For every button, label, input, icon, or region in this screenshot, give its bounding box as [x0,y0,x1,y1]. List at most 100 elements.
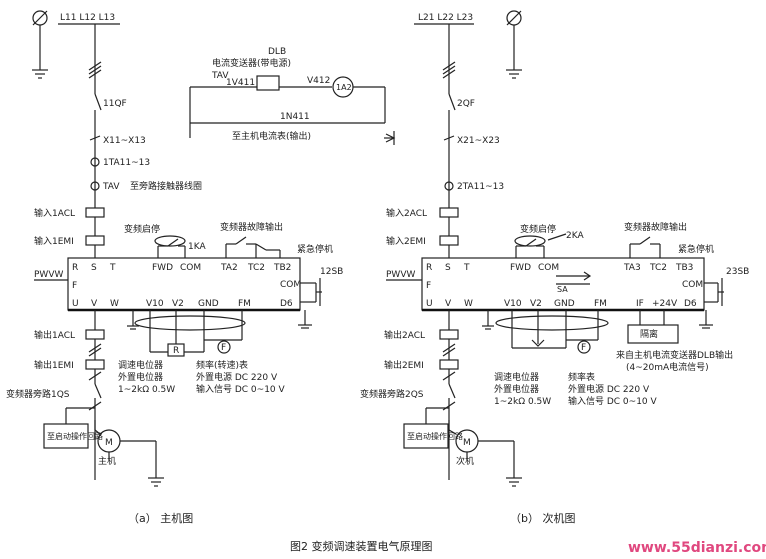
main-term-r: R [72,263,78,273]
main-term-v2: V2 [172,299,184,309]
main-feeder-label: L11 L12 L13 [60,13,115,23]
acl-out-filter-icon [85,329,105,340]
main-f-meter: F [221,343,226,353]
sub-acl-in-label: 输入2ACL [386,207,427,219]
main-term-ta2: TA2 [220,263,238,273]
main-tav-note: 至旁路接触器线圈 [130,180,202,192]
frequency-meter-icon [577,340,591,354]
sub-bypass-label: 至启动操作回路 [407,431,463,441]
sub-ct-label: 2TA11~13 [457,182,504,192]
sub-sa-label: SA [557,285,568,294]
sub-fault-out: 变频器故障输出 [624,221,687,233]
main-caption: （a） 主机图 [128,511,193,525]
sub-d6-label: D6 [684,299,697,309]
sub-isolator-label: 隔离 [640,328,658,340]
sub-meter-note-2: 外置电源 DC 220 V [568,383,650,395]
sub-term-v10: V10 [504,299,522,309]
main-acl-out-label: 输出1ACL [34,329,75,341]
sub-term-fm: FM [594,299,607,309]
sub-term-tc2: TC2 [649,263,667,273]
emi-out-filter-icon [85,359,105,370]
main-terminal-label: X11~X13 [103,136,146,146]
frequency-meter-icon [217,340,231,354]
main-sb-label: 12SB [320,267,343,277]
main-term-tc2: TC2 [247,263,265,273]
ct-icon [444,181,454,191]
sub-feeder-label: L21 L22 L23 [418,13,473,23]
emi-filter-icon [439,235,459,246]
sub-meter-note-1: 频率表 [568,371,595,383]
dlb-title: DLB [268,47,286,57]
bypass-box [43,423,89,449]
sub-speed-note-3: 1~2kΩ 0.5W [494,397,551,407]
three-phase-mark-icon [442,61,456,79]
sub-qs-label: 变频器旁路2QS [360,388,424,400]
main-term-gnd: GND [198,299,219,309]
sub-terminal-label: X21~X23 [457,136,500,146]
sub-ka-label: 2KA [566,231,584,241]
main-term-t: T [109,263,116,273]
sub-speed-note-1: 调速电位器 [494,371,539,383]
sub-term-t: T [463,263,470,273]
main-emi-out-label: 输出1EMI [34,359,74,371]
figure-title: 图2 变频调速装置电气原理图 [290,539,433,553]
sub-run-cmd: 变频启停 [520,223,556,235]
sub-term-v2: V2 [530,299,542,309]
sub-f-label: F [426,281,431,291]
potentiometer-icon [167,343,185,357]
main-ct-label: 1TA11~13 [103,158,150,168]
dlb-meter-label: 1A2 [336,83,352,92]
sub-term-if: IF [636,299,644,309]
sub-term-fwd: FWD [510,263,531,273]
main-term-u: U [72,299,79,309]
dlb-subtitle: 电流变送器(带电源) [212,57,291,69]
main-term-v10: V10 [146,299,164,309]
sub-f-meter: F [581,343,586,353]
main-term-com: COM [180,263,201,273]
acl-filter-icon [439,207,459,218]
main-circuit: L11 L12 L13 11QF X11~X13 1TA11~13 TAV 至旁… [6,10,343,525]
main-f-label: F [72,281,77,291]
sub-dlb-note-2: (4~20mA电流信号) [626,361,709,373]
main-bypass-label: 至启动操作回路 [47,431,103,441]
sub-acl-out-label: 输出2ACL [384,329,425,341]
main-fault-out: 变频器故障输出 [220,221,283,233]
main-emergency: 紧急停机 [297,243,333,255]
ct-icon [90,157,100,167]
sub-breaker-label: 2QF [457,99,475,109]
watermark: www.55dianzi.com [628,540,766,556]
main-term-s: S [91,263,97,273]
sub-term-tb3: TB3 [675,263,693,273]
sub-term-ta3: TA3 [623,263,641,273]
sub-meter-note-3: 输入信号 DC 0~10 V [568,395,658,407]
isolator-box [627,324,679,344]
main-emi-in-label: 输入1EMI [34,235,74,247]
sub-term-r: R [426,263,432,273]
main-com-label: COM [280,280,301,290]
sub-term-s: S [445,263,451,273]
main-motor-label: M [105,438,113,448]
main-meter-note-3: 输入信号 DC 0~10 V [196,383,286,395]
sub-emi-out-label: 输出2EMI [384,359,424,371]
dlb-tav: TAV [211,71,229,81]
main-tav-label: TAV [102,182,120,192]
main-inv-power: PWVW [34,270,63,280]
main-speed-note-3: 1~2kΩ 0.5W [118,385,175,395]
sub-term-w: W [464,299,473,309]
dlb-in-label: 1V411 [226,78,255,88]
sub-inv-power: PWVW [386,270,415,280]
main-r-label: R [173,346,179,356]
emi-out-filter-icon [439,359,459,370]
ground-icon [32,10,48,79]
dlb-transmitter: DLB 电流变送器(带电源) TAV 1V411 V412 1A2 1N411 … [189,47,396,145]
main-qs-label: 变频器旁路1QS [6,388,70,400]
sub-term-u: U [426,299,433,309]
bypass-box [403,423,449,449]
dlb-wire-label: 1N411 [280,112,310,122]
main-term-fwd: FWD [152,263,173,273]
sub-emergency: 紧急停机 [678,243,714,255]
ground-icon [506,10,522,79]
acl-out-filter-icon [439,329,459,340]
main-motor-name: 主机 [98,455,116,467]
